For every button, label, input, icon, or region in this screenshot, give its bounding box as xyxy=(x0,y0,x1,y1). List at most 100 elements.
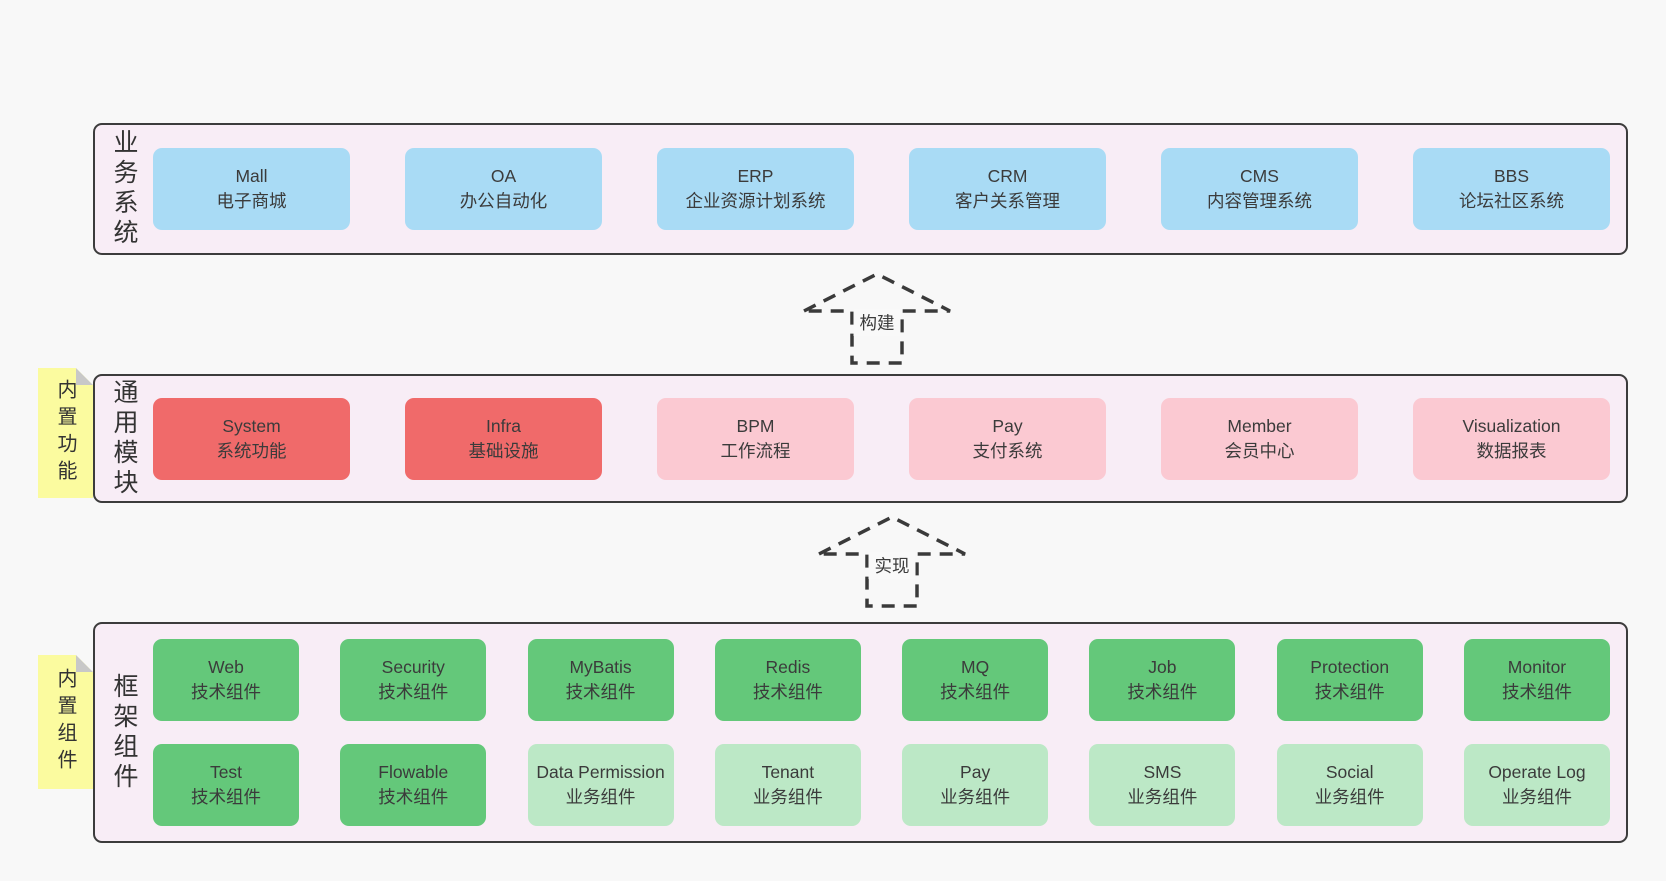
sticky-note-text: 内置功能 xyxy=(54,379,76,487)
box-subtitle: 系统功能 xyxy=(216,440,287,461)
box-redis: Redis 技术组件 xyxy=(714,639,861,721)
box-subtitle: 工作流程 xyxy=(720,440,791,461)
box-title: Pay xyxy=(960,762,991,782)
sticky-note-built-in-components: 内置组件 xyxy=(38,655,93,789)
box-bpm: BPM 工作流程 xyxy=(657,397,854,480)
box-title: OA xyxy=(490,166,517,186)
box-subtitle: 企业资源计划系统 xyxy=(685,191,826,211)
box-subtitle: 技术组件 xyxy=(191,787,261,807)
box-mybatis: MyBatis 技术组件 xyxy=(527,639,674,721)
box-subtitle: 支付系统 xyxy=(972,440,1043,461)
box-title: System xyxy=(222,415,281,436)
arrow-implement-label: 实现 xyxy=(868,552,916,579)
sticky-note-text: 内置组件 xyxy=(54,668,76,776)
box-social: Social 业务组件 xyxy=(1276,744,1423,826)
box-title: Member xyxy=(1227,415,1292,436)
box-row: System 系统功能 Infra 基础设施 BPM 工作流程 Pay 支付系统 Member 会… xyxy=(153,397,1610,480)
box-title: Test xyxy=(209,762,243,782)
box-subtitle: 基础设施 xyxy=(468,440,539,461)
box-subtitle: 技术组件 xyxy=(378,682,449,702)
box-sms: SMS 业务组件 xyxy=(1089,744,1236,826)
box-title: Visualization xyxy=(1462,415,1561,436)
layer-title: 框架组件 xyxy=(95,624,153,841)
box-visualization: Visualization 数据报表 xyxy=(1413,397,1610,480)
box-flowable: Flowable 技术组件 xyxy=(340,744,487,826)
box-data-permission: Data Permission 业务组件 xyxy=(527,744,674,826)
box-subtitle: 业务组件 xyxy=(752,787,823,807)
box-title: MyBatis xyxy=(569,657,632,677)
box-erp: ERP 企业资源计划系统 xyxy=(657,148,854,230)
box-title: Protection xyxy=(1310,657,1390,677)
box-subtitle: 业务组件 xyxy=(565,787,636,807)
box-subtitle: 技术组件 xyxy=(1501,682,1572,702)
box-title: Redis xyxy=(765,657,811,677)
box-tenant: Tenant 业务组件 xyxy=(714,744,861,826)
box-subtitle: 技术组件 xyxy=(1127,682,1198,702)
box-subtitle: 电子商城 xyxy=(216,191,287,211)
box-subtitle: 技术组件 xyxy=(940,682,1011,702)
arrow-build: 构建 xyxy=(801,271,953,366)
box-subtitle: 业务组件 xyxy=(1127,787,1198,807)
box-subtitle: 业务组件 xyxy=(940,787,1011,807)
box-title: Mall xyxy=(235,166,268,186)
box-title: Job xyxy=(1148,657,1177,677)
box-mall: Mall 电子商城 xyxy=(153,148,350,230)
box-title: Security xyxy=(381,657,445,677)
box-subtitle: 技术组件 xyxy=(1314,682,1385,702)
layer-title: 通用模块 xyxy=(95,376,153,501)
box-title: Infra xyxy=(485,415,522,436)
box-oa: OA 办公自动化 xyxy=(405,148,602,230)
dashed-up-arrow-icon xyxy=(803,272,951,365)
box-monitor: Monitor 技术组件 xyxy=(1463,639,1610,721)
layer-title: 业务系统 xyxy=(95,125,153,253)
box-title: Flowable xyxy=(378,762,449,782)
box-subtitle: 技术组件 xyxy=(191,682,261,702)
box-member: Member 会员中心 xyxy=(1161,397,1358,480)
arrow-implement: 实现 xyxy=(816,514,968,609)
box-subtitle: 数据报表 xyxy=(1476,440,1547,461)
layer-title-text: 框架组件 xyxy=(110,672,138,793)
layer-business-systems: 业务系统 Mall 电子商城 OA 办公自动化 ERP 企业资源计划系统 CRM 客户关系管理… xyxy=(93,123,1628,255)
arrow-build-label: 构建 xyxy=(853,309,901,336)
box-system: System 系统功能 xyxy=(153,397,350,480)
box-subtitle: 技术组件 xyxy=(565,682,636,702)
box-security: Security 技术组件 xyxy=(340,639,487,721)
box-subtitle: 会员中心 xyxy=(1224,440,1295,461)
layer-boxes: System 系统功能 Infra 基础设施 BPM 工作流程 Pay 支付系统 Member 会… xyxy=(153,376,1626,501)
box-job: Job 技术组件 xyxy=(1089,639,1236,721)
layer-title-text: 通用模块 xyxy=(110,378,138,499)
box-title: MQ xyxy=(961,657,990,677)
box-title: BPM xyxy=(736,415,775,436)
box-title: Tenant xyxy=(761,762,815,782)
box-title: ERP xyxy=(737,166,774,186)
box-subtitle: 技术组件 xyxy=(378,787,449,807)
box-title: Data Permission xyxy=(536,762,665,782)
box-title: CMS xyxy=(1240,166,1279,186)
box-title: Social xyxy=(1325,762,1374,782)
box-title: SMS xyxy=(1143,762,1182,782)
box-title: CRM xyxy=(987,166,1028,186)
box-subtitle: 客户关系管理 xyxy=(955,191,1060,211)
box-title: Monitor xyxy=(1507,657,1567,677)
box-subtitle: 技术组件 xyxy=(752,682,823,702)
box-test: Test 技术组件 xyxy=(153,744,299,826)
box-subtitle: 业务组件 xyxy=(1314,787,1385,807)
layer-title-text: 业务系统 xyxy=(110,129,138,249)
box-infra: Infra 基础设施 xyxy=(405,397,602,480)
box-mq: MQ 技术组件 xyxy=(902,639,1049,721)
box-subtitle: 办公自动化 xyxy=(459,191,548,211)
box-title: Pay xyxy=(992,415,1023,436)
box-pay: Pay 业务组件 xyxy=(902,744,1049,826)
box-title: Operate Log xyxy=(1488,762,1586,782)
box-title: BBS xyxy=(1493,166,1530,186)
dashed-up-arrow-icon xyxy=(818,515,966,608)
